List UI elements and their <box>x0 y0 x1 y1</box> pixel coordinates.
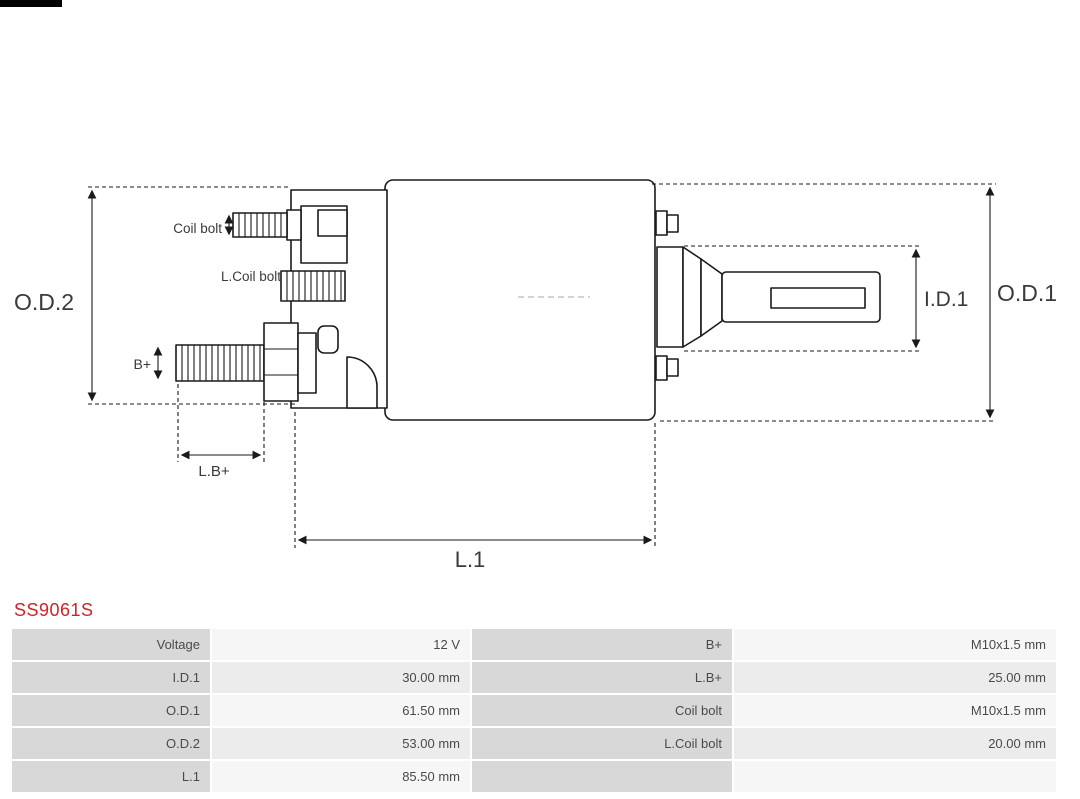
spec-value: M10x1.5 mm <box>734 629 1056 660</box>
spec-label: O.D.2 <box>12 728 210 759</box>
rear-stud-top <box>655 210 668 236</box>
spec-label <box>472 761 732 792</box>
dim-od2 <box>87 186 297 405</box>
plunger-bevel <box>682 246 702 348</box>
b-plus-stud <box>175 344 265 382</box>
coil-bolt-threads <box>238 213 282 237</box>
spec-value: 30.00 mm <box>212 662 470 693</box>
spec-value: 53.00 mm <box>212 728 470 759</box>
dimension-lines <box>87 183 996 548</box>
solenoid-technical-drawing: O.D.2 O.D.1 I.D.1 L.1 L.B+ B+ Coil bolt … <box>14 179 1057 572</box>
b-plus-washer <box>317 325 339 354</box>
spec-value: 12 V <box>212 629 470 660</box>
coil-thread-bushing <box>280 270 346 302</box>
b-plus-nut-facets <box>264 348 298 376</box>
dim-id1 <box>684 245 922 352</box>
solenoid-outline <box>175 179 881 421</box>
spec-value: 25.00 mm <box>734 662 1056 693</box>
plunger-taper <box>700 258 723 337</box>
spec-row: O.D.2 53.00 mm L.Coil bolt 20.00 mm <box>12 728 1056 759</box>
spec-label: L.Coil bolt <box>472 728 732 759</box>
spec-row: I.D.1 30.00 mm L.B+ 25.00 mm <box>12 662 1056 693</box>
part-number: SS9061S <box>14 600 94 620</box>
plunger-slot <box>770 287 866 309</box>
spec-table: Voltage 12 V B+ M10x1.5 mm I.D.1 30.00 m… <box>10 627 1058 794</box>
spec-label: O.D.1 <box>12 695 210 726</box>
rear-stud-bottom <box>655 355 668 381</box>
plunger-collar <box>656 246 684 348</box>
label-od1: O.D.1 <box>997 280 1057 306</box>
spec-value <box>734 761 1056 792</box>
spec-row: L.1 85.50 mm <box>12 761 1056 792</box>
spec-value: M10x1.5 mm <box>734 695 1056 726</box>
housing-foot <box>346 356 378 409</box>
label-coil-bolt: Coil bolt <box>173 221 222 236</box>
spec-label: I.D.1 <box>12 662 210 693</box>
top-left-mark <box>0 0 62 7</box>
spec-label: B+ <box>472 629 732 660</box>
coil-thread-bushing-threads <box>286 271 342 301</box>
spec-row: Voltage 12 V B+ M10x1.5 mm <box>12 629 1056 660</box>
label-id1: I.D.1 <box>924 288 968 311</box>
b-plus-nut <box>263 322 299 402</box>
label-l-coil-bolt: L.Coil bolt <box>221 269 281 284</box>
coil-bolt <box>232 212 288 238</box>
dim-lb-plus <box>177 384 265 462</box>
spec-label: Voltage <box>12 629 210 660</box>
spec-label: Coil bolt <box>472 695 732 726</box>
spec-value: 85.50 mm <box>212 761 470 792</box>
spec-label: L.1 <box>12 761 210 792</box>
spec-row: O.D.1 61.50 mm Coil bolt M10x1.5 mm <box>12 695 1056 726</box>
label-lb-plus: L.B+ <box>198 463 230 480</box>
label-b-plus: B+ <box>133 356 151 372</box>
dimension-labels: O.D.2 O.D.1 I.D.1 L.1 L.B+ B+ Coil bolt … <box>14 221 1057 572</box>
spec-label: L.B+ <box>472 662 732 693</box>
solenoid-body <box>384 179 656 421</box>
rear-stud-top-tip <box>666 214 679 233</box>
spec-value: 20.00 mm <box>734 728 1056 759</box>
terminal-block-step <box>317 209 348 237</box>
b-plus-stud-threads <box>181 345 261 381</box>
b-plus-spacer <box>297 332 317 394</box>
dim-od1 <box>652 183 996 422</box>
dim-l1 <box>294 412 656 548</box>
rear-stud-bottom-tip <box>666 358 679 377</box>
spec-value: 61.50 mm <box>212 695 470 726</box>
label-l1: L.1 <box>455 547 486 572</box>
coil-bolt-seat <box>286 209 302 241</box>
label-od2: O.D.2 <box>14 289 74 315</box>
